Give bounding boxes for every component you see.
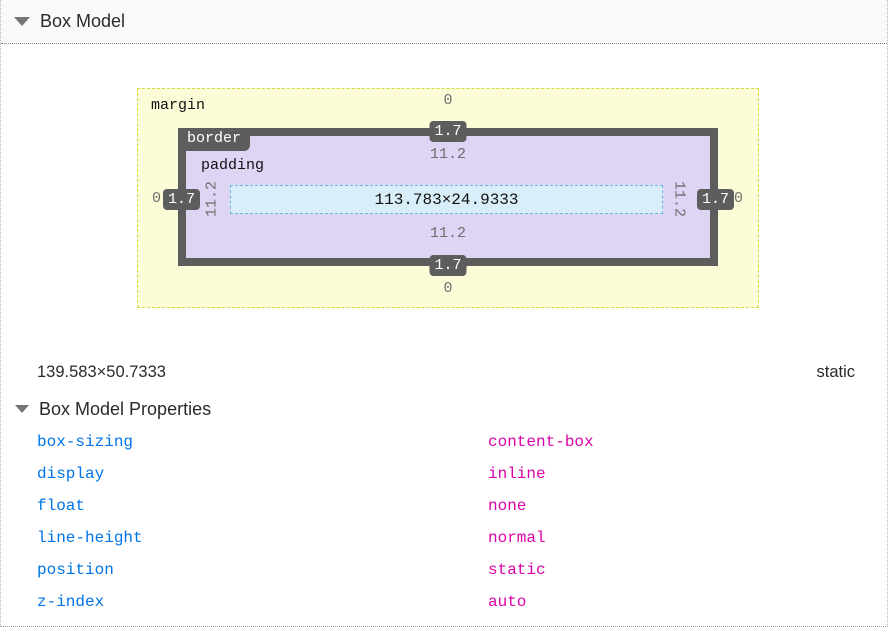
margin-label: margin bbox=[151, 97, 206, 114]
property-name: position bbox=[37, 561, 114, 579]
margin-bottom-value[interactable]: 0 bbox=[443, 280, 453, 297]
properties-list: box-sizing content-box display inline fl… bbox=[1, 426, 887, 618]
element-position: static bbox=[816, 362, 855, 381]
property-row[interactable]: box-sizing content-box bbox=[1, 426, 887, 458]
property-value: normal bbox=[488, 529, 546, 547]
box-model-properties-header[interactable]: Box Model Properties bbox=[1, 398, 887, 420]
border-bottom-value[interactable]: 1.7 bbox=[429, 255, 467, 276]
property-value: inline bbox=[488, 465, 546, 483]
property-value: static bbox=[488, 561, 546, 579]
property-row[interactable]: z-index auto bbox=[1, 586, 887, 618]
property-value: none bbox=[488, 497, 527, 515]
box-model-section-header[interactable]: Box Model bbox=[1, 0, 887, 44]
border-left-value[interactable]: 1.7 bbox=[163, 189, 201, 210]
property-row[interactable]: position static bbox=[1, 554, 887, 586]
section-title: Box Model bbox=[40, 11, 126, 31]
property-name: line-height bbox=[37, 529, 143, 547]
property-name: box-sizing bbox=[37, 433, 134, 451]
property-value: content-box bbox=[488, 433, 594, 451]
padding-right-value[interactable]: 11.2 bbox=[670, 180, 688, 218]
border-right-value[interactable]: 1.7 bbox=[697, 189, 735, 210]
content-region[interactable]: 113.783×24.9333 bbox=[230, 185, 663, 214]
collapse-triangle-icon[interactable] bbox=[14, 17, 30, 26]
border-label: border bbox=[178, 128, 251, 151]
property-name: float bbox=[37, 497, 86, 515]
properties-collapse-triangle-icon[interactable] bbox=[15, 405, 29, 413]
element-summary-row: 139.583×50.7333 static bbox=[1, 362, 887, 382]
property-row[interactable]: line-height normal bbox=[1, 522, 887, 554]
property-row[interactable]: display inline bbox=[1, 458, 887, 490]
content-dimensions: 113.783×24.9333 bbox=[374, 190, 519, 209]
property-value: auto bbox=[488, 593, 527, 611]
element-dimensions: 139.583×50.7333 bbox=[37, 362, 166, 381]
padding-top-value[interactable]: 11.2 bbox=[429, 146, 466, 163]
properties-section-title: Box Model Properties bbox=[39, 398, 212, 419]
property-name: z-index bbox=[37, 593, 105, 611]
margin-region[interactable]: margin 0 113.783×24.9333 border padding … bbox=[137, 88, 759, 308]
padding-label: padding bbox=[201, 157, 265, 174]
margin-left-value[interactable]: 0 bbox=[152, 190, 162, 207]
margin-top-value[interactable]: 0 bbox=[443, 92, 453, 109]
border-top-value[interactable]: 1.7 bbox=[429, 121, 467, 142]
margin-right-value[interactable]: 0 bbox=[734, 190, 744, 207]
padding-left-value[interactable]: 11.2 bbox=[203, 180, 221, 218]
property-name: display bbox=[37, 465, 105, 483]
property-row[interactable]: float none bbox=[1, 490, 887, 522]
padding-bottom-value[interactable]: 11.2 bbox=[429, 225, 466, 242]
